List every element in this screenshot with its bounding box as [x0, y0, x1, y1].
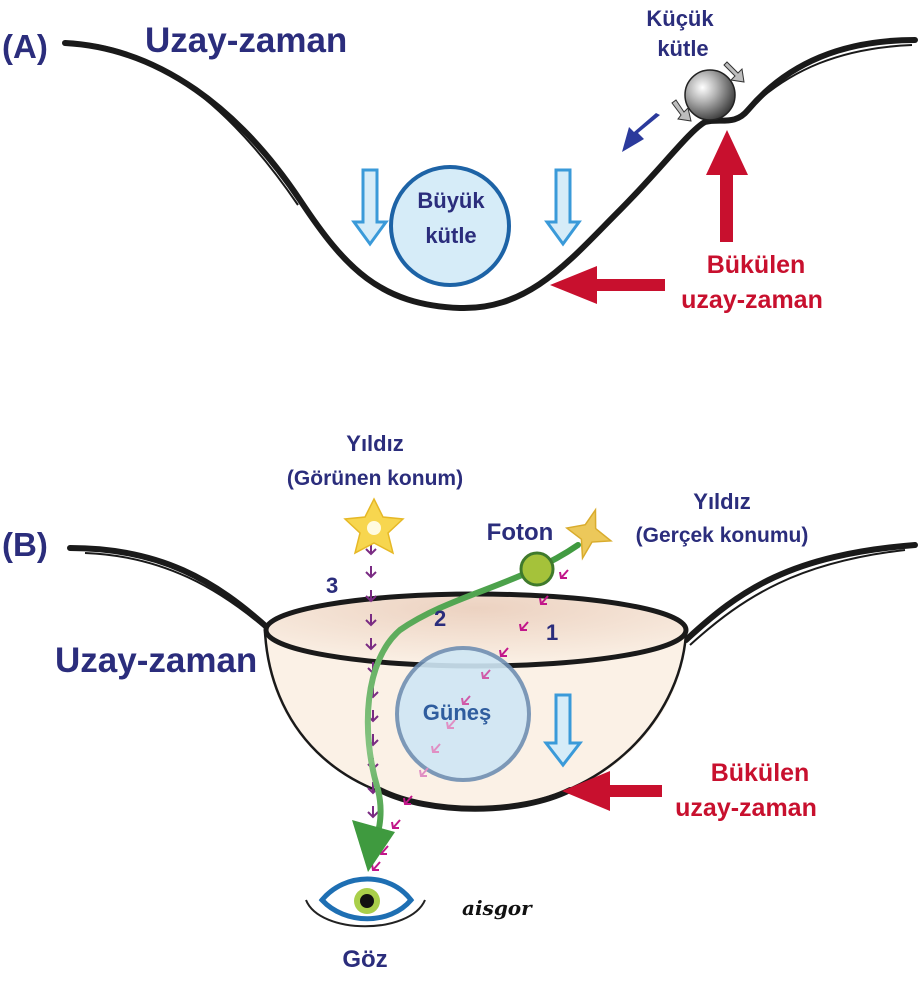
path-number-1: 1: [546, 620, 558, 645]
photon-arrowhead-icon: [352, 820, 395, 872]
star-icon: [343, 497, 405, 555]
path-number-3: 3: [326, 573, 338, 598]
apparent-star-sublabel: (Görünen konum): [287, 467, 463, 490]
real-path-arrows: [371, 569, 569, 871]
big-mass-label-line1: Büyük: [417, 188, 485, 213]
curved-label-a-line1: Bükülen: [707, 251, 806, 279]
apparent-star-label: Yıldız: [346, 431, 403, 456]
panel-b-label: (B): [2, 526, 48, 563]
down-arrow-icon: [544, 168, 582, 247]
spacetime-surface-right: [683, 542, 918, 643]
red-left-arrow-icon: [550, 266, 665, 304]
real-star-label: Yıldız: [693, 489, 750, 514]
bowl-bottom-curve: [377, 787, 573, 812]
photon-ball: [519, 551, 555, 587]
down-arrow-icon: [351, 168, 389, 247]
big-mass-label-line2: kütle: [425, 223, 476, 248]
panel-b: (B) Uzay-zaman Güneş: [2, 431, 918, 973]
small-grey-arrow-icon: [671, 99, 692, 122]
curved-label-a-line2: uzay-zaman: [681, 286, 823, 314]
panel-a: (A) Uzay-zaman Büyük kütle Küçük kütle: [2, 6, 918, 314]
spacetime-curve-a: [62, 37, 918, 312]
down-arrow-icon: [542, 693, 584, 768]
photon-path: [364, 542, 581, 843]
small-grey-arrow-icon: [723, 61, 745, 83]
small-mass-label-line2: kütle: [657, 36, 708, 61]
photon-label: Foton: [487, 519, 554, 546]
eye-icon: [305, 876, 426, 928]
curved-label-b-line2: uzay-zaman: [675, 794, 817, 822]
signature: aisgor: [462, 896, 533, 920]
panel-a-title: Uzay-zaman: [145, 21, 347, 60]
red-up-arrow-icon: [706, 130, 748, 242]
eye-label: Göz: [342, 946, 387, 973]
sun-label: Güneş: [423, 700, 491, 725]
slope-arrow-icon: [622, 113, 660, 152]
star-icon: [564, 507, 613, 561]
real-star-sublabel: (Gerçek konumu): [636, 524, 809, 547]
small-mass-ball: [684, 69, 736, 121]
big-mass-sphere: [389, 165, 511, 287]
small-mass-label-line1: Küçük: [646, 6, 714, 31]
path-number-2: 2: [434, 606, 446, 631]
spacetime-surface-left: [67, 545, 273, 633]
panel-a-label: (A): [2, 28, 48, 65]
panel-b-title: Uzay-zaman: [55, 641, 257, 680]
red-left-arrow-icon: [562, 771, 662, 811]
sun-sphere: [395, 646, 531, 782]
curved-label-b-line1: Bükülen: [711, 759, 810, 787]
